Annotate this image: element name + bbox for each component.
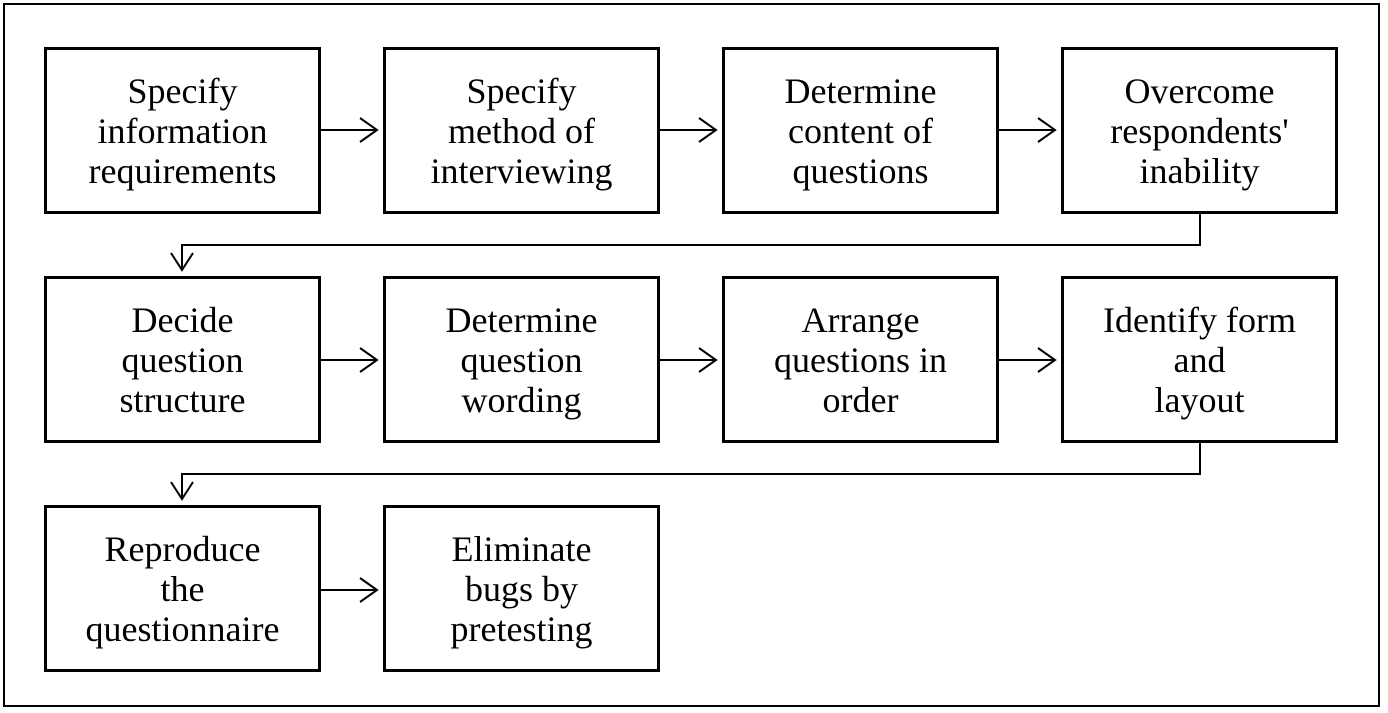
- step-specify-information-requirements: Specify information requirements: [44, 47, 321, 214]
- step-reproduce-the-questionnaire: Reproduce the questionnaire: [44, 505, 321, 672]
- step-label: Reproduce the questionnaire: [85, 528, 280, 649]
- step-label: Arrange questions in order: [773, 299, 947, 420]
- step-identify-form-and-layout: Identify form and layout: [1061, 276, 1338, 443]
- step-label: Eliminate bugs by pretesting: [450, 528, 593, 649]
- step-label: Specify method of interviewing: [430, 70, 613, 191]
- step-label: Determine question wording: [445, 299, 598, 420]
- step-specify-method-of-interviewing: Specify method of interviewing: [383, 47, 660, 214]
- step-label: Specify information requirements: [88, 70, 277, 191]
- step-decide-question-structure: Decide question structure: [44, 276, 321, 443]
- step-overcome-respondents-inability: Overcome respondents' inability: [1061, 47, 1338, 214]
- step-determine-question-wording: Determine question wording: [383, 276, 660, 443]
- step-arrange-questions-in-order: Arrange questions in order: [722, 276, 999, 443]
- step-label: Determine content of questions: [784, 70, 937, 191]
- step-label: Overcome respondents' inability: [1110, 70, 1289, 191]
- step-label: Decide question structure: [119, 299, 246, 420]
- step-determine-content-of-questions: Determine content of questions: [722, 47, 999, 214]
- step-label: Identify form and layout: [1103, 299, 1296, 420]
- diagram-frame: [3, 3, 1380, 707]
- step-eliminate-bugs-by-pretesting: Eliminate bugs by pretesting: [383, 505, 660, 672]
